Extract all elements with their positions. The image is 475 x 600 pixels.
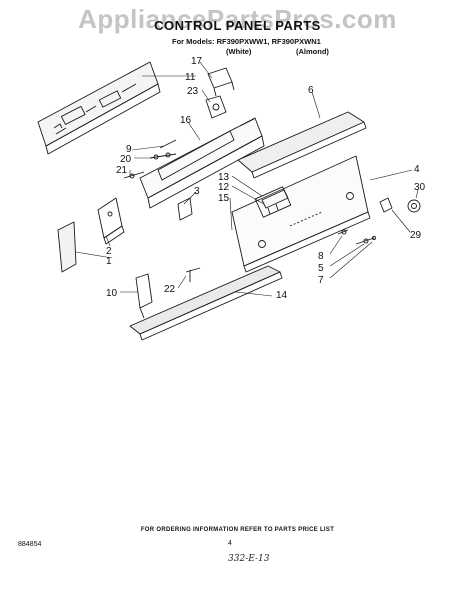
page-number: 4: [228, 540, 232, 547]
variant-almond: (Almond): [296, 47, 329, 56]
callout-30: 30: [414, 182, 426, 193]
part-12-switch: [261, 189, 289, 215]
callout-8: 8: [318, 251, 324, 262]
part-1-end-trim: [57, 221, 77, 273]
part-17-clock: [207, 67, 235, 97]
variant-white: (White): [226, 47, 252, 56]
part-2-end-cap: [97, 197, 125, 245]
part-3-bracket: [177, 197, 193, 221]
callout-5: 5: [318, 263, 324, 274]
callout-7: 7: [318, 275, 324, 286]
part-16-control-frame: [139, 117, 265, 209]
part-6-trim-strip: [237, 111, 367, 179]
callout-6: 6: [308, 85, 314, 96]
callout-12: 12: [218, 182, 230, 193]
callout-11: 11: [185, 72, 196, 83]
part-23-bracket: [205, 95, 227, 119]
part-11-graphic-panel: [37, 61, 161, 155]
part-22-clip: [185, 267, 201, 282]
part-29-knob-insert: [379, 197, 393, 213]
callout-4: 4: [414, 164, 420, 175]
callout-17: 17: [191, 56, 203, 67]
document-number: 884854: [18, 541, 42, 548]
part-8-5-7-screws: [337, 229, 376, 245]
part-10-side-bracket: [135, 273, 153, 319]
page-title: CONTROL PANEL PARTS: [154, 18, 321, 33]
callout-23: 23: [187, 86, 199, 97]
callout-1: 1: [106, 256, 112, 267]
callout-22: 22: [164, 284, 176, 295]
callout-29: 29: [410, 230, 422, 241]
part-14-lower-trim: [129, 265, 283, 341]
callout-21: 21: [116, 165, 128, 176]
callout-20: 20: [120, 154, 132, 165]
model-numbers: For Models: RF390PXWW1, RF390PXWN1: [172, 37, 321, 46]
part-9-20-21-fasteners: [123, 139, 177, 179]
watermark: AppliancePartsPros.com: [78, 4, 397, 34]
callout-13: 13: [218, 172, 230, 183]
callout-3: 3: [194, 186, 200, 197]
callout-15: 15: [218, 193, 230, 204]
handwritten-code: 332-E-13: [228, 554, 270, 564]
callout-16: 16: [180, 115, 192, 126]
callout-10: 10: [106, 288, 118, 299]
callout-14: 14: [276, 290, 288, 301]
ordering-note: FOR ORDERING INFORMATION REFER TO PARTS …: [140, 527, 335, 533]
callout-2: 2: [106, 246, 112, 257]
callout-9: 9: [126, 144, 132, 155]
part-30-knob: [407, 199, 421, 213]
